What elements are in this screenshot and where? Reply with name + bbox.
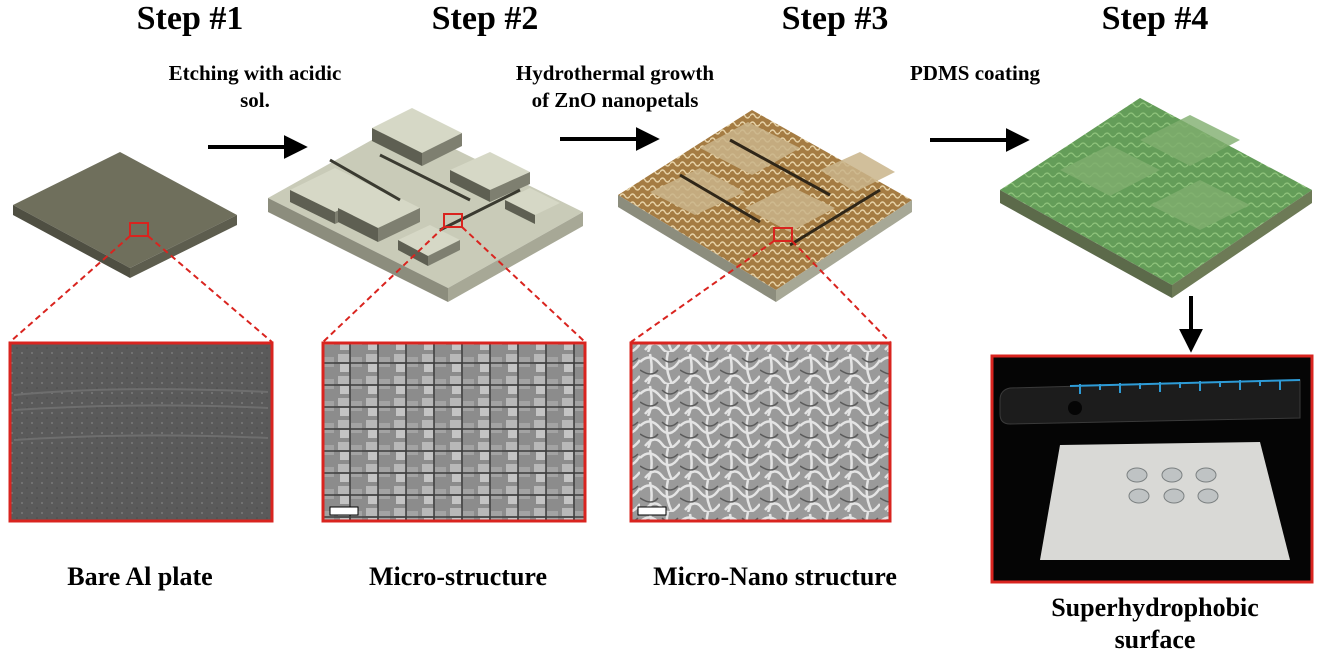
micro-nano-plate-illustration	[618, 110, 912, 302]
zoom-lines	[9, 226, 891, 343]
caption-superhydrophobic-line2: surface	[1114, 625, 1196, 654]
process-etching-line1: Etching with acidic	[168, 61, 342, 85]
step-2-title: Step #2	[431, 0, 539, 37]
ruler-icon	[999, 379, 1301, 425]
process-pdms-label: PDMS coating	[860, 60, 1090, 87]
micro-structure-plate-illustration	[268, 108, 583, 302]
process-etching-line2: sol.	[240, 88, 270, 112]
bare-al-plate-illustration	[13, 152, 237, 278]
caption-bare-al-plate: Bare Al plate	[67, 562, 213, 591]
process-etching-label: Etching with acidic sol.	[120, 60, 390, 114]
sem-image-bare-al	[8, 341, 274, 523]
pdms-coated-plate-illustration	[1000, 98, 1312, 298]
process-hydrothermal-line1: Hydrothermal growth	[515, 61, 715, 85]
scale-bar-icon	[329, 506, 359, 516]
zoom-marker-2	[443, 213, 463, 228]
caption-micro-structure: Micro-structure	[368, 562, 548, 591]
water-droplets	[1126, 467, 1219, 504]
step-4-title: Step #4	[1101, 0, 1209, 37]
caption-superhydrophobic-line1: Superhydrophobic	[1051, 593, 1259, 622]
zoom-marker-3	[773, 227, 793, 242]
caption-superhydrophobic-surface: Superhydrophobic surface	[1010, 592, 1300, 656]
process-pdms-line1: PDMS coating	[909, 61, 1041, 85]
step-3-title: Step #3	[781, 0, 889, 37]
al-plate-photo	[1040, 442, 1290, 560]
sem-image-micro-nano	[629, 341, 892, 523]
step-1-title: Step #1	[136, 0, 244, 37]
photo-superhydrophobic-surface	[990, 354, 1314, 584]
zoom-marker-1	[129, 222, 149, 237]
scale-bar-icon	[637, 506, 667, 516]
process-hydrothermal-label: Hydrothermal growth of ZnO nanopetals	[460, 60, 770, 114]
caption-micro-nano-structure: Micro-Nano structure	[653, 562, 897, 591]
sem-image-micro-structure	[321, 341, 587, 523]
process-hydrothermal-line2: of ZnO nanopetals	[531, 88, 699, 112]
